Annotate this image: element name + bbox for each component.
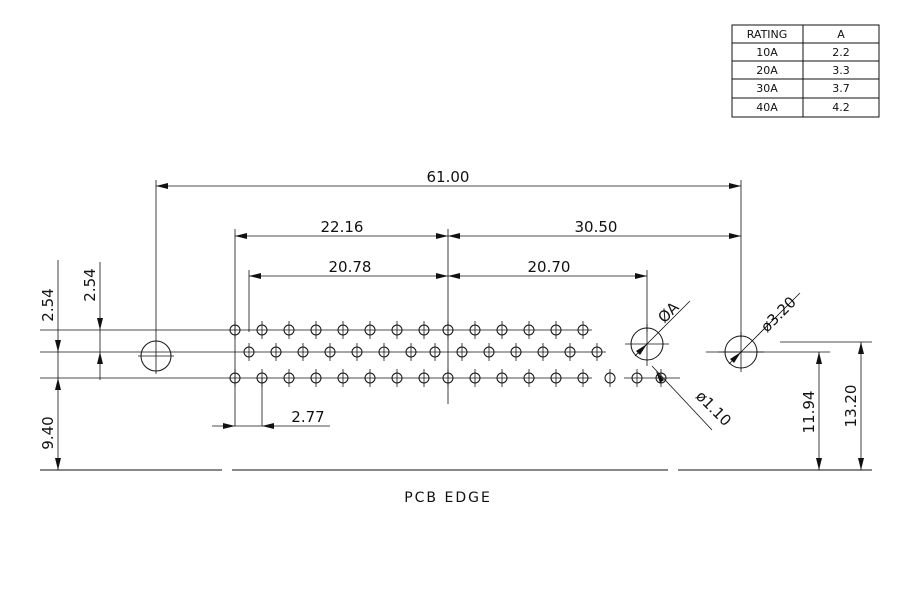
- table-cell: 10A: [756, 46, 778, 59]
- dim-edge-to-top: 13.20: [842, 385, 860, 428]
- dimension-lines: [40, 183, 872, 470]
- dim-pitch: 2.77: [291, 408, 324, 426]
- dim-row-pitch-inner: 2.54: [81, 268, 99, 301]
- dim-left-inner: 20.78: [329, 258, 372, 276]
- pcb-edge-caption: PCB EDGE: [404, 490, 492, 506]
- table-header-a: A: [837, 28, 845, 41]
- dim-pin-hole: ø1.10: [692, 387, 735, 430]
- table-cell: 2.2: [832, 46, 850, 59]
- table-cell: 30A: [756, 82, 778, 95]
- dim-right-span: 30.50: [575, 218, 618, 236]
- dim-left-span: 22.16: [321, 218, 364, 236]
- dim-overall-width: 61.00: [427, 168, 470, 186]
- dim-edge-to-row: 9.40: [39, 416, 57, 449]
- mounting-holes: [138, 324, 764, 374]
- table-cell: 20A: [756, 64, 778, 77]
- table-cell: 40A: [756, 101, 778, 114]
- dim-hole-a: ØA: [654, 298, 683, 327]
- dim-mount-hole: ø3.20: [757, 293, 800, 336]
- rating-table: RATING A 10A 2.2 20A 3.3 30A 3.7 40A 4.2: [731, 24, 880, 118]
- table-header-rating: RATING: [747, 28, 788, 41]
- extension-lines: [155, 180, 742, 426]
- dim-right-inner: 20.70: [528, 258, 571, 276]
- pin-array: [229, 321, 667, 387]
- dim-row-pitch-left: 2.54: [39, 288, 57, 321]
- dim-edge-to-center: 11.94: [800, 391, 818, 434]
- dimension-labels: 61.00 22.16 30.50 20.78 20.70 2.77 2.54 …: [39, 168, 860, 450]
- table-cell: 4.2: [832, 101, 850, 114]
- table-cell: 3.7: [832, 82, 850, 95]
- table-cell: 3.3: [832, 64, 850, 77]
